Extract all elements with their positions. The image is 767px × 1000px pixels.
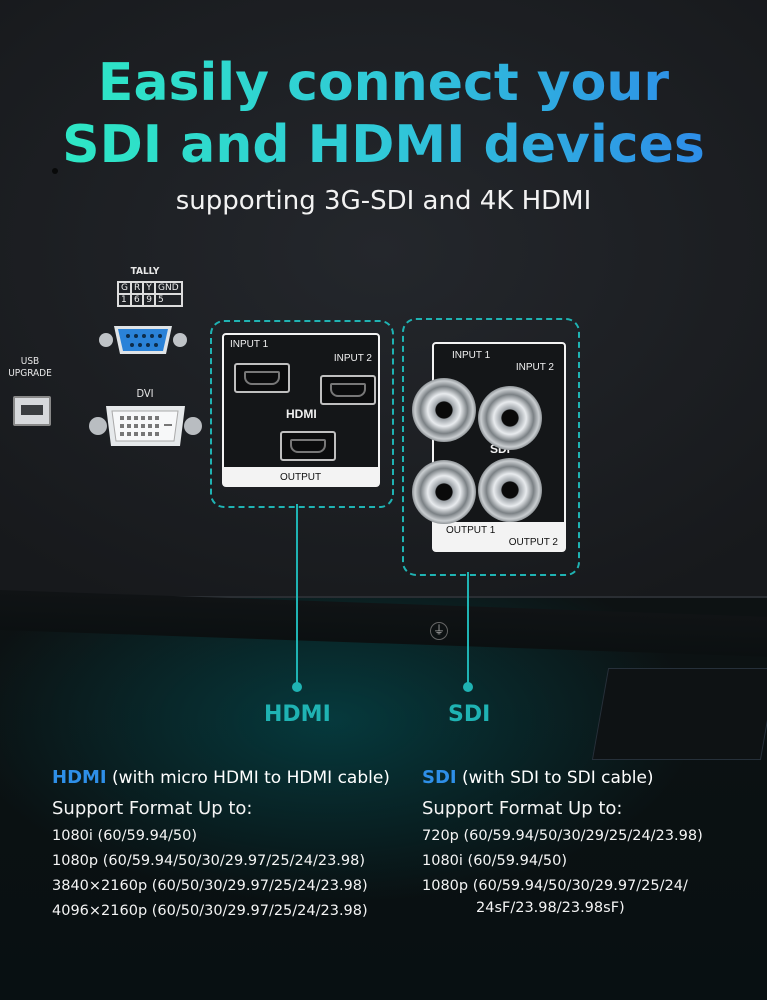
tally-label: TALLY [130, 266, 160, 277]
hdmi-center-label: HDMI [286, 407, 317, 421]
sdi-input1-bnc-icon [412, 378, 476, 442]
panel-edge [0, 590, 767, 657]
tally-pin: 9 [143, 294, 155, 306]
tally-pin-map: G R Y GND 1 6 9 5 [117, 281, 183, 307]
sdi-output1-label: OUTPUT 1 [446, 525, 496, 536]
hdmi-callout-label: HDMI [264, 702, 331, 727]
sdi-format-row: 24sF/23.98/23.98sF) [476, 900, 625, 916]
ground-screw-icon: ⏚ [430, 622, 448, 640]
hdmi-output-bar [224, 467, 378, 485]
hdmi-spec-heading: Support Format Up to: [52, 798, 253, 819]
hero-title: Easily connect your SDI and HDMI devices [0, 52, 767, 176]
hero-title-line2: SDI and HDMI devices [62, 115, 705, 175]
hdmi-format-row: 1080p (60/59.94/50/30/29.97/25/24/23.98) [52, 853, 366, 869]
hdmi-callout-dot [292, 682, 302, 692]
sdi-output2-label: OUTPUT 2 [508, 537, 558, 548]
sdi-spec-heading: Support Format Up to: [422, 798, 623, 819]
dvi-port-icon [89, 406, 202, 446]
sdi-spec-block: SDI (with SDI to SDI cable) Support Form… [422, 766, 703, 916]
tally-pin: GND [154, 282, 182, 294]
hero-subtitle: supporting 3G-SDI and 4K HDMI [175, 186, 592, 216]
sdi-input2-bnc-icon [478, 386, 542, 450]
hdmi-format-row: 4096×2160p (60/50/30/29.97/25/24/23.98) [52, 903, 368, 919]
hdmi-spec-header: HDMI (with micro HDMI to HDMI cable) [52, 766, 390, 790]
hero-title-line1: Easily connect your [97, 53, 670, 113]
hdmi-format-row: 3840×2160p (60/50/30/29.97/25/24/23.98) [52, 878, 368, 894]
sdi-format-row: 720p (60/59.94/50/30/29/25/24/23.98) [422, 828, 703, 844]
sdi-highlight [402, 318, 580, 576]
hdmi-output-port-icon [280, 431, 336, 461]
tally-pin: R [130, 282, 144, 294]
tally-pin: G [118, 282, 131, 294]
usb-label-line1: USB [20, 356, 40, 367]
sdi-spec-header: SDI (with SDI to SDI cable) [422, 766, 703, 790]
dvi-label: DVI [136, 387, 154, 400]
sdi-output2-bnc-icon [478, 458, 542, 522]
sdi-callout-line [467, 572, 469, 684]
hdmi-input1-label: INPUT 1 [230, 339, 269, 350]
tally-pin: 6 [130, 294, 144, 306]
tally-db9-port-icon [99, 326, 187, 354]
usb-label-line2: UPGRADE [8, 368, 52, 379]
stand-rail [591, 668, 767, 760]
panel-hole [52, 168, 58, 174]
hdmi-input1-port-icon [234, 363, 290, 393]
hdmi-format-row: 1080i (60/59.94/50) [52, 828, 198, 844]
hdmi-spec-block: HDMI (with micro HDMI to HDMI cable) Sup… [52, 766, 390, 919]
sdi-callout-label: SDI [448, 702, 491, 727]
hdmi-port-panel: INPUT 1 INPUT 2 HDMI OUTPUT [222, 333, 380, 487]
usb-port-icon [13, 396, 51, 426]
hdmi-spec-name: HDMI [52, 767, 107, 788]
sdi-input2-label: INPUT 2 [515, 362, 554, 373]
hdmi-callout-line [296, 504, 298, 684]
sdi-output1-bnc-icon [412, 460, 476, 524]
hdmi-spec-note: (with micro HDMI to HDMI cable) [106, 768, 390, 788]
hdmi-input2-port-icon [320, 375, 376, 405]
hdmi-output-label: OUTPUT [280, 472, 322, 483]
usb-label: USB UPGRADE [4, 356, 56, 380]
sdi-callout-dot [463, 682, 473, 692]
tally-pin: 1 [118, 294, 131, 306]
tally-pin: Y [143, 282, 155, 294]
sdi-output-bar [434, 522, 564, 550]
sdi-format-row: 1080p (60/59.94/50/30/29.97/25/24/ [422, 878, 688, 894]
sdi-spec-name: SDI [422, 767, 457, 788]
hdmi-highlight [210, 320, 394, 508]
sdi-spec-note: (with SDI to SDI cable) [456, 768, 654, 788]
sdi-format-row: 1080i (60/59.94/50) [422, 853, 568, 869]
tally-pin: 5 [154, 294, 182, 306]
sdi-input1-label: INPUT 1 [452, 350, 491, 361]
hdmi-input2-label: INPUT 2 [333, 353, 372, 364]
